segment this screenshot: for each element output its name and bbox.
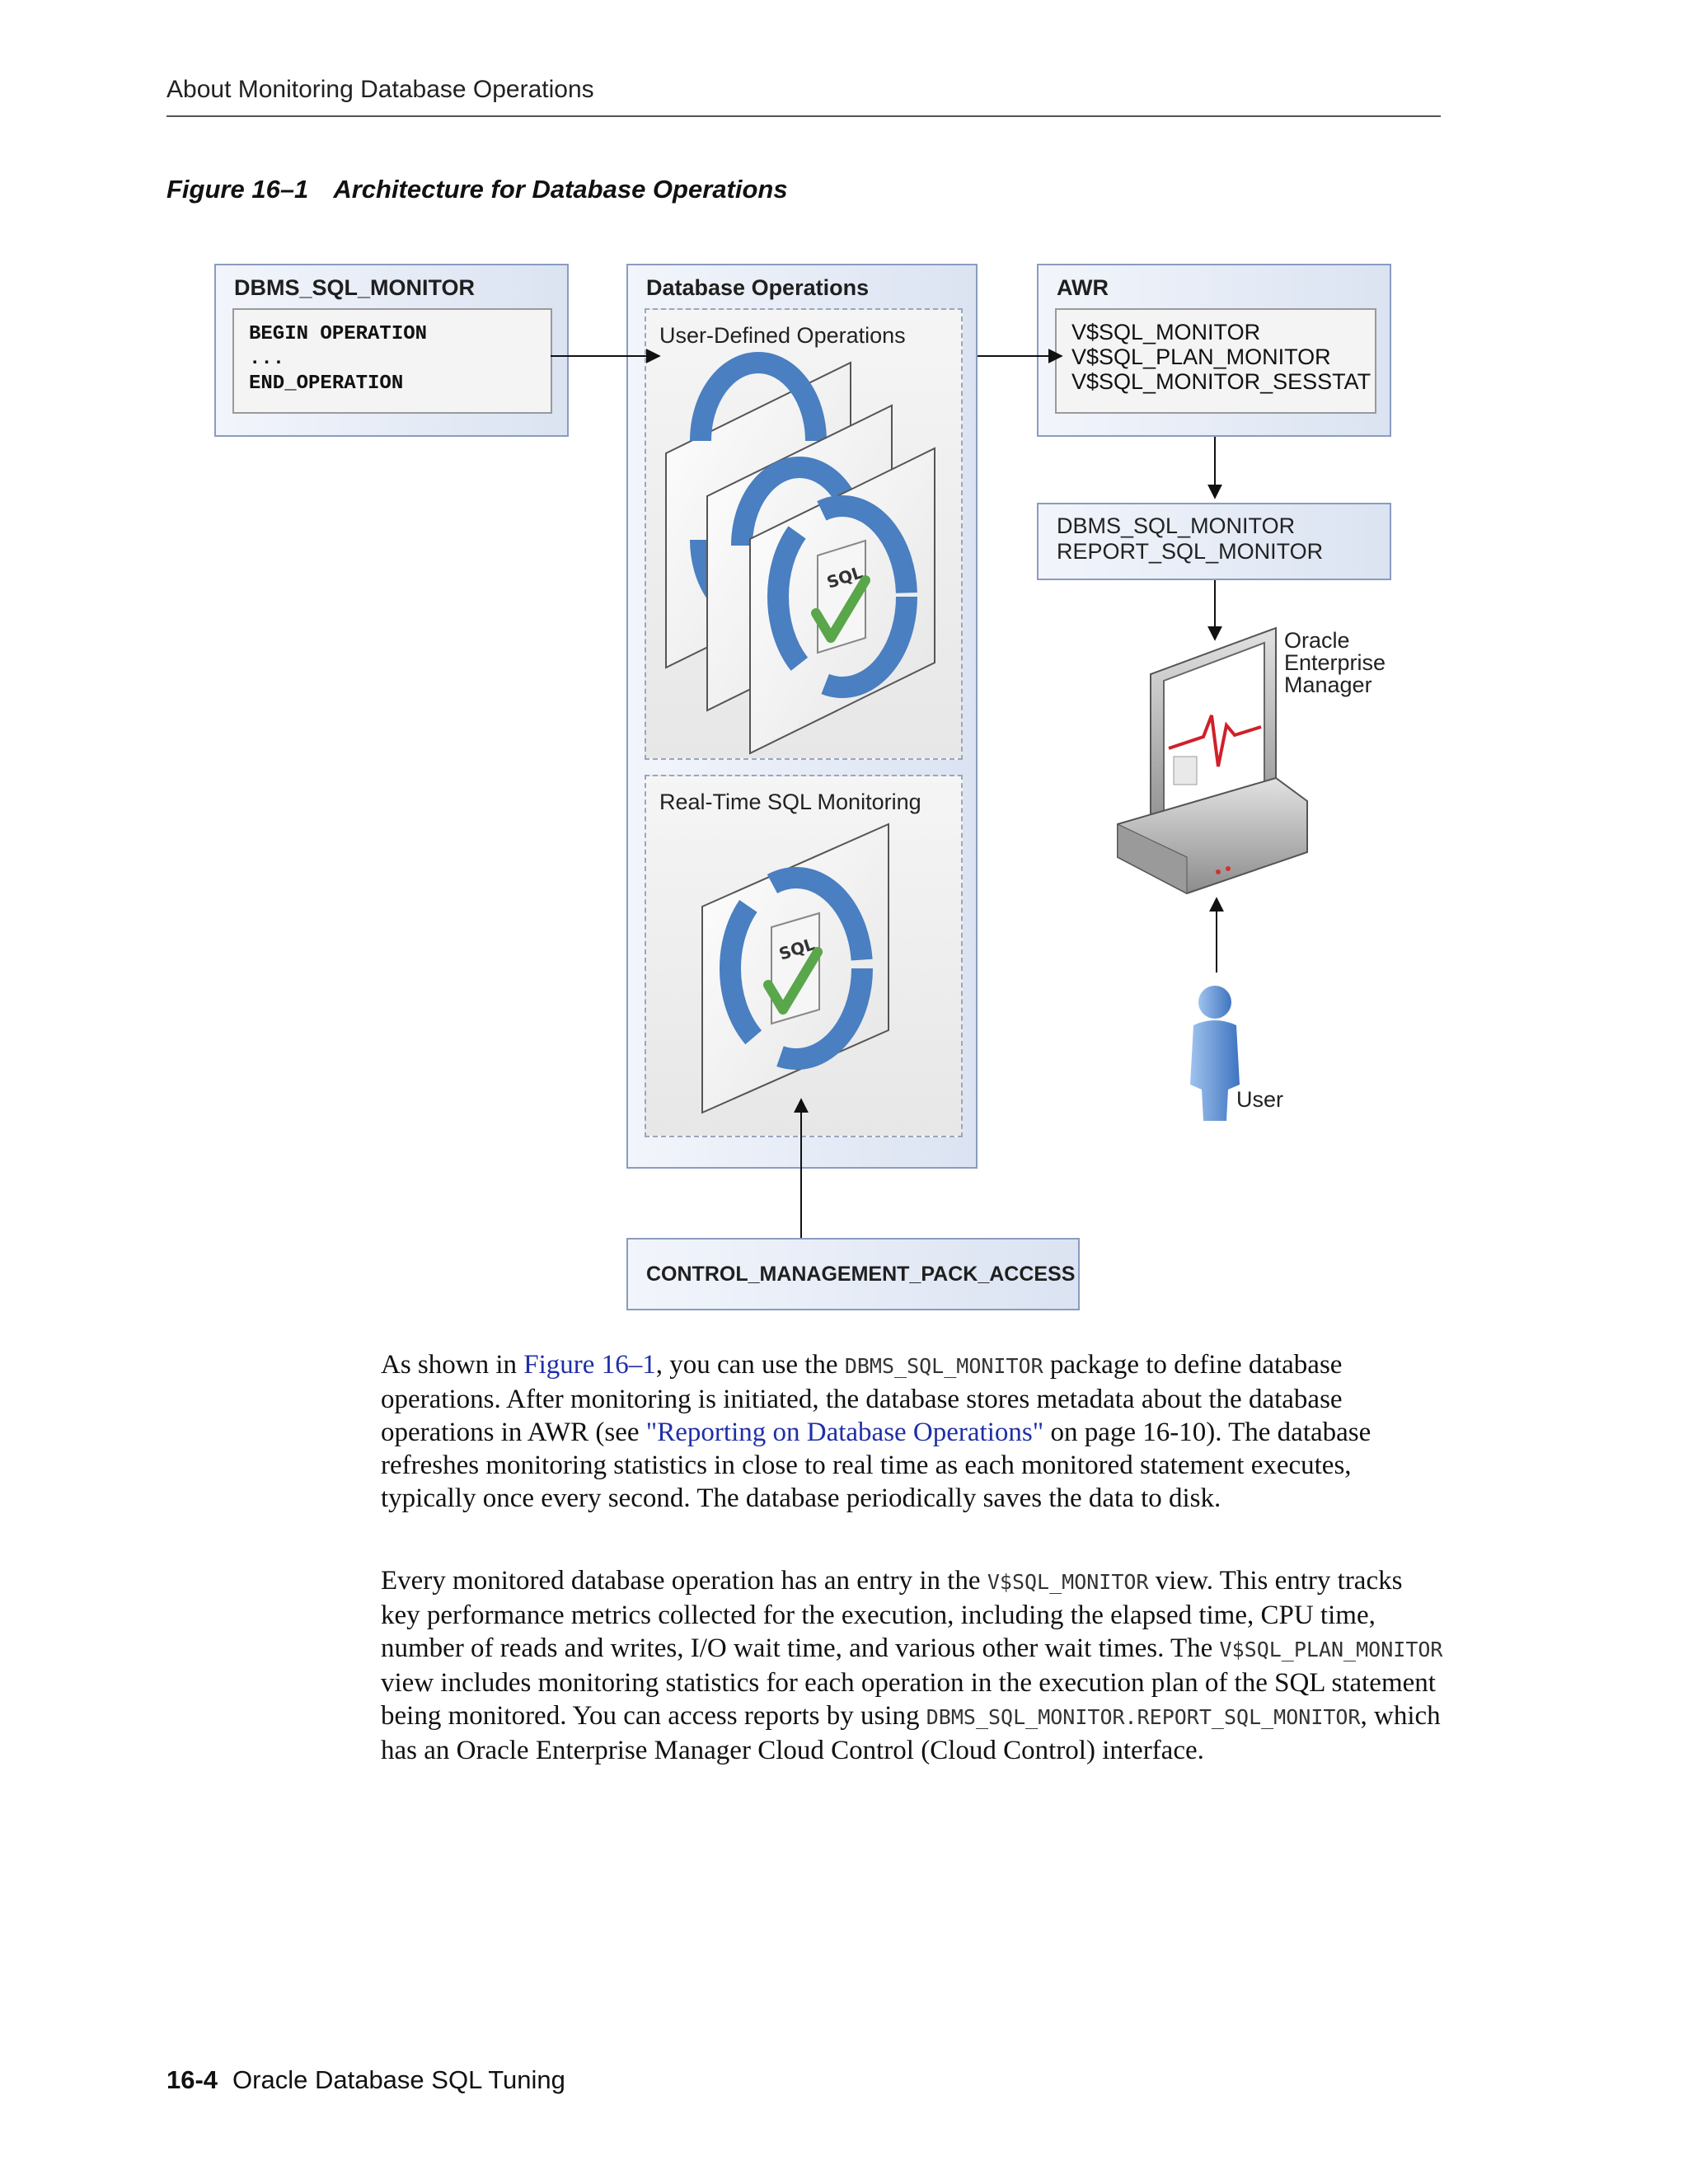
code-end-operation: END_OPERATION [249,373,404,395]
dbms-code-panel: BEGIN OPERATION ... END_OPERATION [232,308,552,414]
p2-text-1: Every monitored database operation has a… [381,1566,987,1596]
p2-text-2: view. This entry tracks key performance … [381,1566,1403,1663]
awr-box: AWR V$SQL_MONITOR V$SQL_PLAN_MONITOR V$S… [1037,264,1391,437]
figure-title: Architecture for Database Operations [333,175,788,204]
paragraph-1: As shown in Figure 16–1, you can use the… [381,1348,1444,1515]
figure-number: Figure 16–1 [166,175,309,204]
running-header: About Monitoring Database Operations [166,76,594,103]
p2-text-4: , which has an Oracle Enterprise Manager… [381,1701,1441,1765]
link-reporting-on-database-operations[interactable]: "Reporting on Database Operations" [645,1418,1044,1447]
book-title: Oracle Database SQL Tuning [232,2065,565,2094]
dbops-box-title: Database Operations [646,275,870,300]
report-line-1: DBMS_SQL_MONITOR [1057,513,1296,538]
figure-caption: Figure 16–1 Architecture for Database Ope… [166,175,788,204]
report-line-2: REPORT_SQL_MONITOR [1057,539,1324,564]
user-defined-operations-label: User-Defined Operations [659,323,906,348]
p1-text-4: on page 16-10). The database refreshes m… [381,1418,1372,1513]
oem-label-enterprise: Enterprise [1284,650,1386,675]
p1-text-3: package to define database operations. A… [381,1350,1343,1447]
oem-monitor-icon [1117,626,1308,895]
user-label: User [1236,1087,1284,1112]
p1-text-1: As shown in [381,1350,524,1380]
awr-box-title: AWR [1057,275,1109,300]
paragraph-2: Every monitored database operation has a… [381,1564,1444,1767]
realtime-sql-monitoring-label: Real-Time SQL Monitoring [659,790,921,814]
dbms-sql-monitor-box: DBMS_SQL_MONITOR BEGIN OPERATION ... END… [214,264,569,437]
view-sql-plan-monitor: V$SQL_PLAN_MONITOR [1071,344,1331,369]
report-sql-monitor-box: DBMS_SQL_MONITOR REPORT_SQL_MONITOR [1037,503,1391,580]
control-management-pack-access-box: CONTROL_MANAGEMENT_PACK_ACCESS [626,1238,1080,1310]
page-footer: 16-4 Oracle Database SQL Tuning [166,2065,565,2095]
control-box-title: CONTROL_MANAGEMENT_PACK_ACCESS [646,1263,1076,1286]
awr-views-panel: V$SQL_MONITOR V$SQL_PLAN_MONITOR V$SQL_M… [1055,308,1376,414]
code-ellipsis: ... [249,348,285,370]
view-sql-monitor: V$SQL_MONITOR [1071,320,1261,344]
user-icon [1190,986,1240,1121]
code-begin-operation: BEGIN OPERATION [249,323,428,345]
user-defined-operations-icon: SQL [665,352,935,755]
oem-label-oracle: Oracle [1284,628,1350,653]
view-sql-monitor-sesstat: V$SQL_MONITOR_SESSTAT [1071,369,1372,394]
realtime-monitoring-icon: SQL [701,823,889,1114]
p2-code-report-sql-monitor: DBMS_SQL_MONITOR.REPORT_SQL_MONITOR [926,1705,1361,1729]
header-rule [166,115,1441,117]
p2-code-v-sql-plan-monitor: V$SQL_PLAN_MONITOR [1219,1638,1443,1661]
p2-code-v-sql-monitor: V$SQL_MONITOR [987,1570,1149,1594]
p2-text-3: view includes monitoring statistics for … [381,1668,1436,1731]
oem-label-manager: Manager [1284,673,1372,697]
p1-text-2: , you can use the [655,1350,845,1380]
dbms-box-title: DBMS_SQL_MONITOR [234,275,476,300]
page-number: 16-4 [166,2065,218,2094]
link-figure-16-1[interactable]: Figure 16–1 [523,1350,656,1380]
p1-code-dbms-sql-monitor: DBMS_SQL_MONITOR [844,1354,1043,1378]
